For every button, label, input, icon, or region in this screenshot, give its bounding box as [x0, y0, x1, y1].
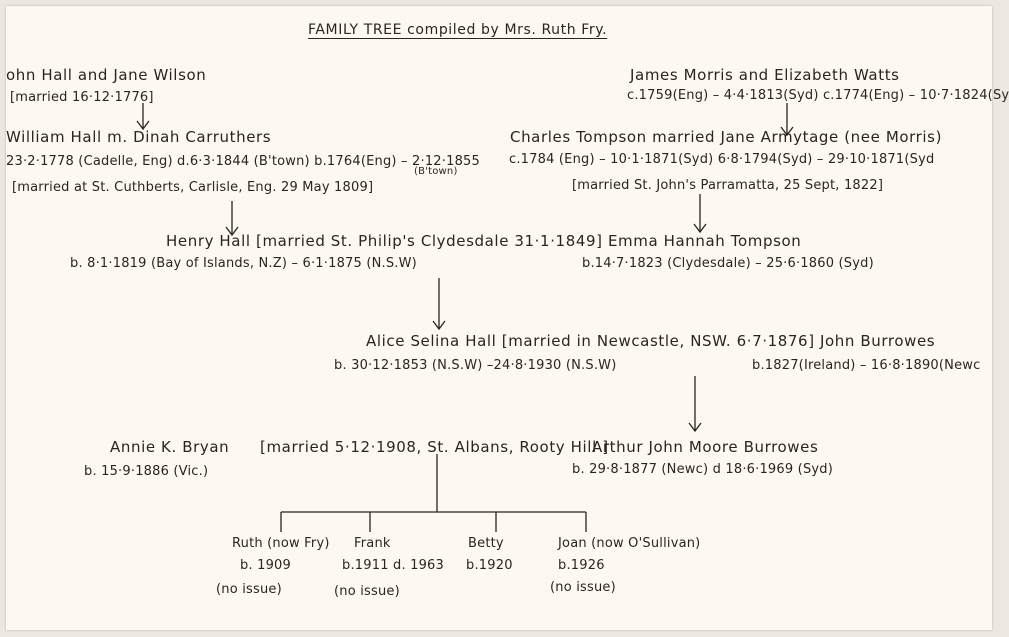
- gen5-left-dates: b. 15·9·1886 (Vic.): [84, 464, 209, 479]
- gen2-left-couple: William Hall m. Dinah Carruthers: [6, 128, 272, 146]
- family-tree-document: FAMILY TREE compiled by Mrs. Ruth Fry. o…: [6, 6, 1009, 630]
- gen2-right-dates: c.1784 (Eng) – 10·1·1871(Syd) 6·8·1794(S…: [509, 152, 935, 167]
- child-dates-joan: b.1926: [558, 558, 605, 573]
- child-name-joan: Joan (now O'Sullivan): [558, 536, 701, 551]
- gen3-left-dates: b. 8·1·1819 (Bay of Islands, N.Z) – 6·1·…: [70, 256, 417, 271]
- gen2-right-couple: Charles Tompson married Jane Armytage (n…: [510, 128, 943, 146]
- gen5-married: [married 5·12·1908, St. Albans, Rooty Hi…: [260, 438, 609, 456]
- gen5-left-name: Annie K. Bryan: [110, 438, 230, 456]
- child-note-joan: (no issue): [550, 580, 616, 595]
- gen5-right-name: Arthur John Moore Burrowes: [592, 438, 819, 456]
- gen1-right-dates: c.1759(Eng) – 4·4·1813(Syd) c.1774(Eng) …: [627, 88, 1009, 103]
- child-name-betty: Betty: [468, 536, 504, 551]
- arrowhead: [688, 422, 702, 433]
- arrowhead: [780, 126, 794, 137]
- gen4-couple-line: Alice Selina Hall [married in Newcastle,…: [366, 332, 936, 350]
- child-dates-ruth: b. 1909: [240, 558, 292, 573]
- child-dates-betty: b.1920: [466, 558, 513, 573]
- gen2-right-married: [married St. John's Parramatta, 25 Sept,…: [572, 178, 884, 193]
- child-name-ruth: Ruth (now Fry): [232, 536, 330, 551]
- gen1-left-couple: ohn Hall and Jane Wilson: [6, 66, 207, 84]
- child-note-ruth: (no issue): [216, 582, 282, 597]
- child-name-frank: Frank: [354, 536, 391, 551]
- gen2-left-btown: (B'town): [414, 166, 458, 177]
- gen4-left-dates: b. 30·12·1853 (N.S.W) –24·8·1930 (N.S.W): [334, 358, 617, 373]
- arrowhead: [432, 320, 446, 331]
- gen2-left-married: [married at St. Cuthberts, Carlisle, Eng…: [12, 180, 374, 195]
- gen2-left-dates: 23·2·1778 (Cadelle, Eng) d.6·3·1844 (B't…: [6, 154, 480, 169]
- document-title: FAMILY TREE compiled by Mrs. Ruth Fry.: [308, 22, 608, 38]
- arrowhead: [225, 226, 239, 237]
- child-dates-frank: b.1911 d. 1963: [342, 558, 445, 573]
- gen5-right-dates: b. 29·8·1877 (Newc) d 18·6·1969 (Syd): [572, 462, 834, 477]
- gen1-right-couple: James Morris and Elizabeth Watts: [630, 66, 900, 84]
- gen4-right-dates: b.1827(Ireland) – 16·8·1890(Newc: [752, 358, 981, 373]
- tree-connector-lines: [136, 103, 794, 532]
- arrowhead: [693, 223, 707, 234]
- arrowhead: [136, 120, 150, 131]
- child-note-frank: (no issue): [334, 584, 400, 599]
- gen3-couple-line: Henry Hall [married St. Philip's Clydesd…: [166, 232, 802, 250]
- gen3-right-dates: b.14·7·1823 (Clydesdale) – 25·6·1860 (Sy…: [582, 256, 874, 271]
- gen1-left-married: [married 16·12·1776]: [10, 90, 154, 105]
